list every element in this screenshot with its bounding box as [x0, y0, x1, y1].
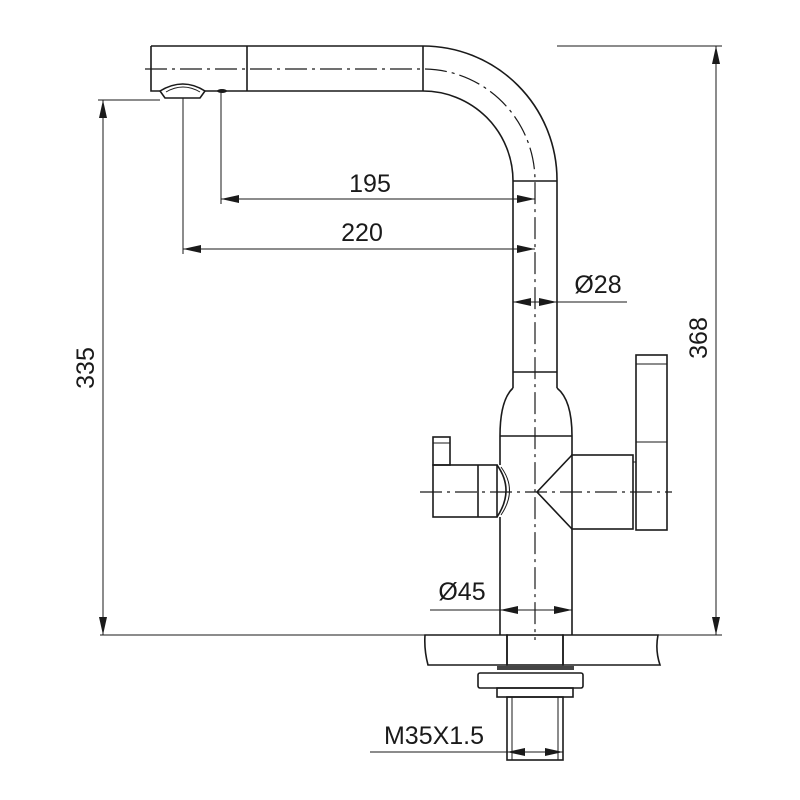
dim-label-body-diameter: Ø45: [438, 578, 485, 606]
dimension-lines: [98, 45, 722, 756]
aerator: [158, 83, 227, 99]
mounting-nut: [477, 634, 584, 761]
dim-label-pipe-diameter: Ø28: [574, 271, 621, 299]
countertop-section: [424, 634, 662, 666]
spout: [145, 45, 558, 640]
dim-label-thread: M35X1.5: [384, 722, 484, 750]
dim-label-335: 335: [72, 347, 100, 389]
dim-label-220: 220: [341, 219, 383, 247]
dim-label-195: 195: [349, 170, 391, 198]
left-knob: [432, 436, 498, 518]
dim-label-368: 368: [685, 317, 713, 359]
faucet-body: [496, 371, 634, 635]
right-lever-handle: [633, 354, 668, 531]
